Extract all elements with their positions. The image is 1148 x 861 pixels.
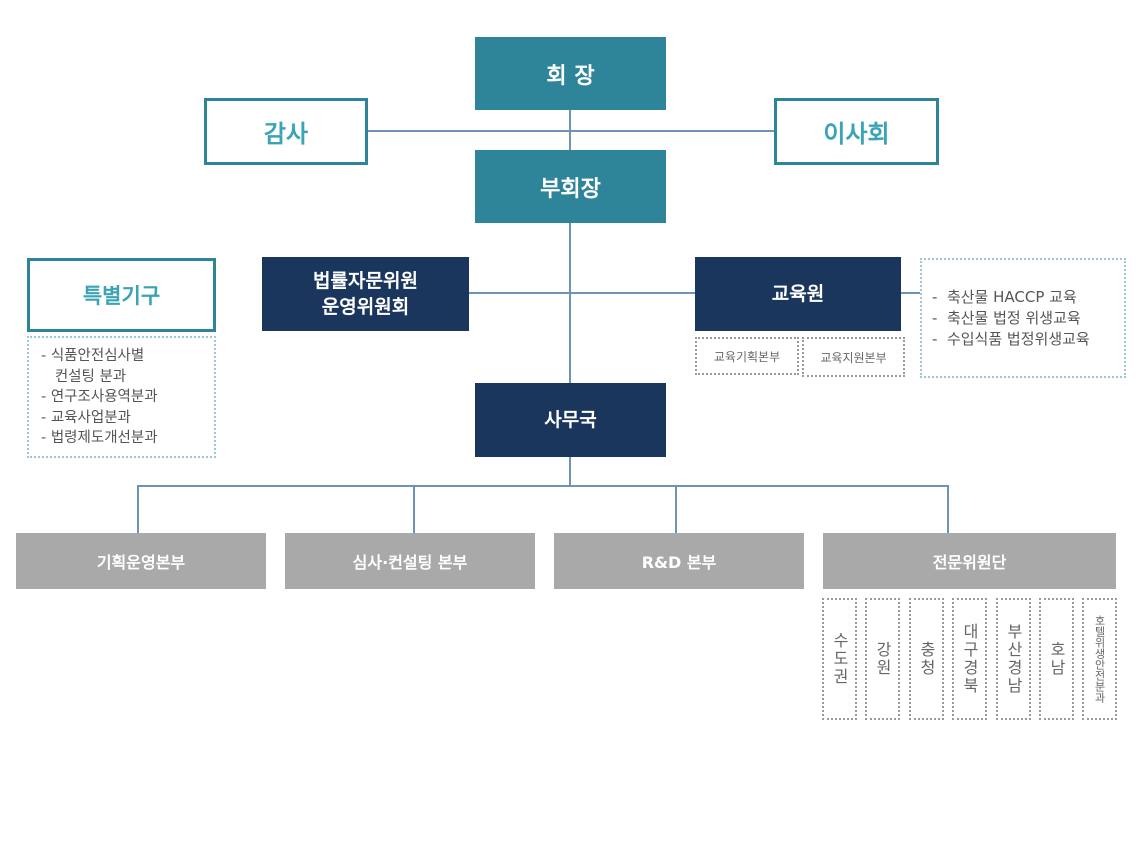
region-label: 강원	[873, 641, 892, 677]
education-box: 교육원	[695, 257, 901, 331]
region-box: 호텔위생안전분과	[1082, 598, 1117, 720]
region-box: 부산경남	[996, 598, 1031, 720]
connector-line	[901, 292, 921, 294]
list-item: - 교육사업분과	[41, 409, 131, 426]
vice-chairman-box: 부회장	[475, 150, 666, 223]
connector-line	[469, 292, 695, 294]
list-item: 컨설팅 분과	[41, 368, 127, 385]
list-item: - 법령제도개선분과	[41, 430, 158, 446]
legal-committee-line: 운영위원회	[321, 296, 410, 318]
list-item: - 수입식품 법정위생교육	[932, 330, 1090, 348]
connector-line	[947, 485, 949, 533]
region-box: 호남	[1039, 598, 1074, 720]
list-item: - 축산물 법정 위생교육	[932, 309, 1081, 327]
connector-line	[137, 485, 949, 487]
connector-line	[569, 110, 571, 486]
region-label: 호남	[1047, 641, 1066, 677]
connector-line	[675, 485, 677, 533]
legal-committee-box: 법률자문위원 운영위원회	[262, 257, 469, 331]
region-box: 대구경북	[952, 598, 987, 720]
region-box: 수도권	[822, 598, 857, 720]
special-org-box: 특별기구	[27, 258, 216, 332]
education-programs: - 축산물 HACCP 교육 - 축산물 법정 위생교육 - 수입식품 법정위생교육	[920, 258, 1126, 378]
secretariat-box: 사무국	[475, 383, 666, 457]
connector-line	[413, 485, 415, 533]
division-box: 심사·컨설팅 본부	[285, 533, 535, 589]
region-label: 충청	[917, 641, 936, 677]
division-box: 기획운영본부	[16, 533, 266, 589]
region-label: 호텔위생안전분과	[1093, 615, 1106, 703]
chairman-box: 회 장	[475, 37, 666, 110]
board-box: 이사회	[774, 98, 939, 165]
region-label: 수도권	[830, 632, 849, 686]
connector-line	[137, 485, 139, 533]
special-org-list: - 식품안전심사별 컨설팅 분과 - 연구조사용역분과 - 교육사업분과 - 법령제도…	[27, 336, 216, 458]
division-box: R&D 본부	[554, 533, 804, 589]
list-item: - 연구조사용역분과	[41, 389, 158, 405]
region-box: 충청	[909, 598, 944, 720]
region-label: 부산경남	[1004, 623, 1023, 695]
auditor-box: 감사	[204, 98, 368, 165]
education-subunit: 교육지원본부	[802, 337, 905, 377]
region-box: 강원	[865, 598, 900, 720]
education-subunit: 교육기획본부	[695, 337, 799, 375]
list-item: - 축산물 HACCP 교육	[932, 288, 1077, 306]
legal-committee-line: 법률자문위원	[313, 270, 418, 292]
connector-line	[367, 130, 775, 132]
division-box: 전문위원단	[823, 533, 1116, 589]
region-label: 대구경북	[960, 623, 979, 695]
list-item: - 식품안전심사별	[41, 348, 145, 364]
